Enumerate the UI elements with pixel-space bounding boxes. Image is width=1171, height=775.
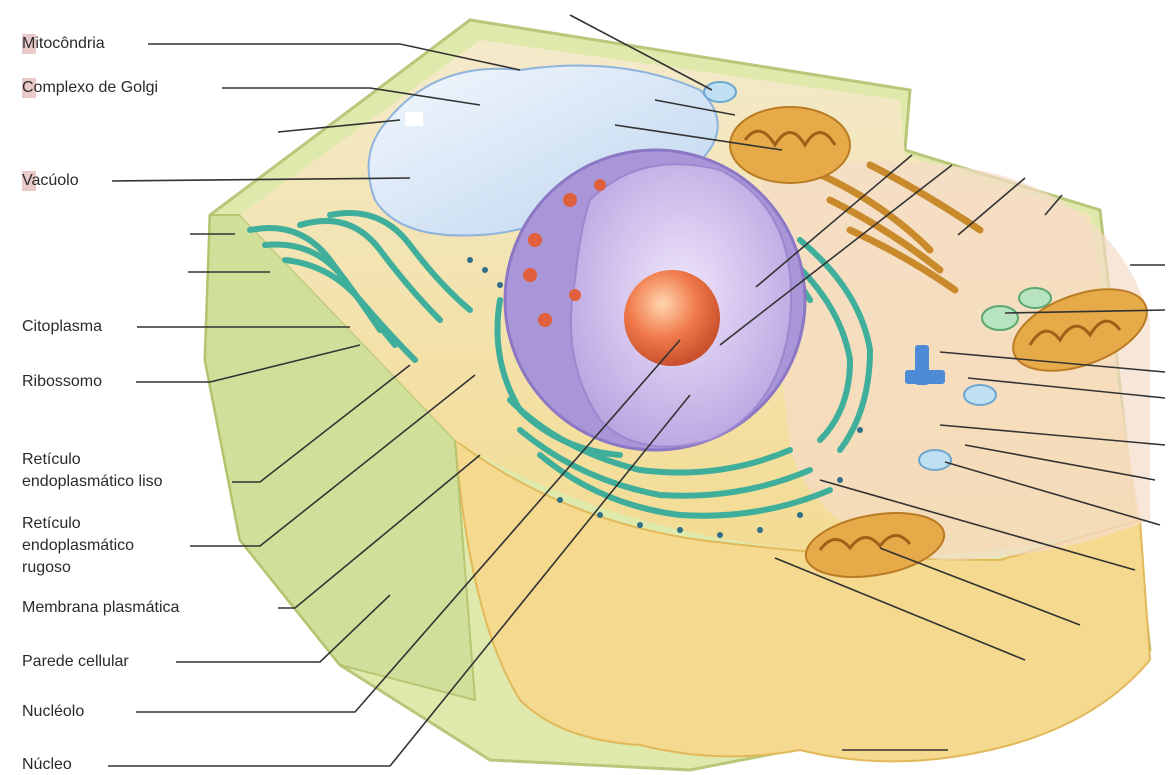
label-ribossomo: Ribossomo [22,372,102,392]
nucleolus [624,270,720,366]
label-citoplasma: Citoplasma [22,317,102,337]
label-parede: Parede cellular [22,652,129,672]
label-nucleo: Núcleo [22,755,72,775]
label-membrana: Membrana plasmática [22,598,179,618]
label-nucleolo: Nucléolo [22,702,84,722]
label-rer-line3: rugoso [22,558,71,578]
label-vacuolo: Vacúolo [22,171,79,191]
label-rel-line2: endoplasmático liso [22,472,163,492]
label-mitocondria: Mitocôndria [22,34,105,54]
label-golgi: Complexo de Golgi [22,78,158,98]
label-rer-line2: endoplasmático [22,536,134,556]
label-rer-line1: Retículo [22,514,81,534]
label-rel-line1: Retículo [22,450,81,470]
